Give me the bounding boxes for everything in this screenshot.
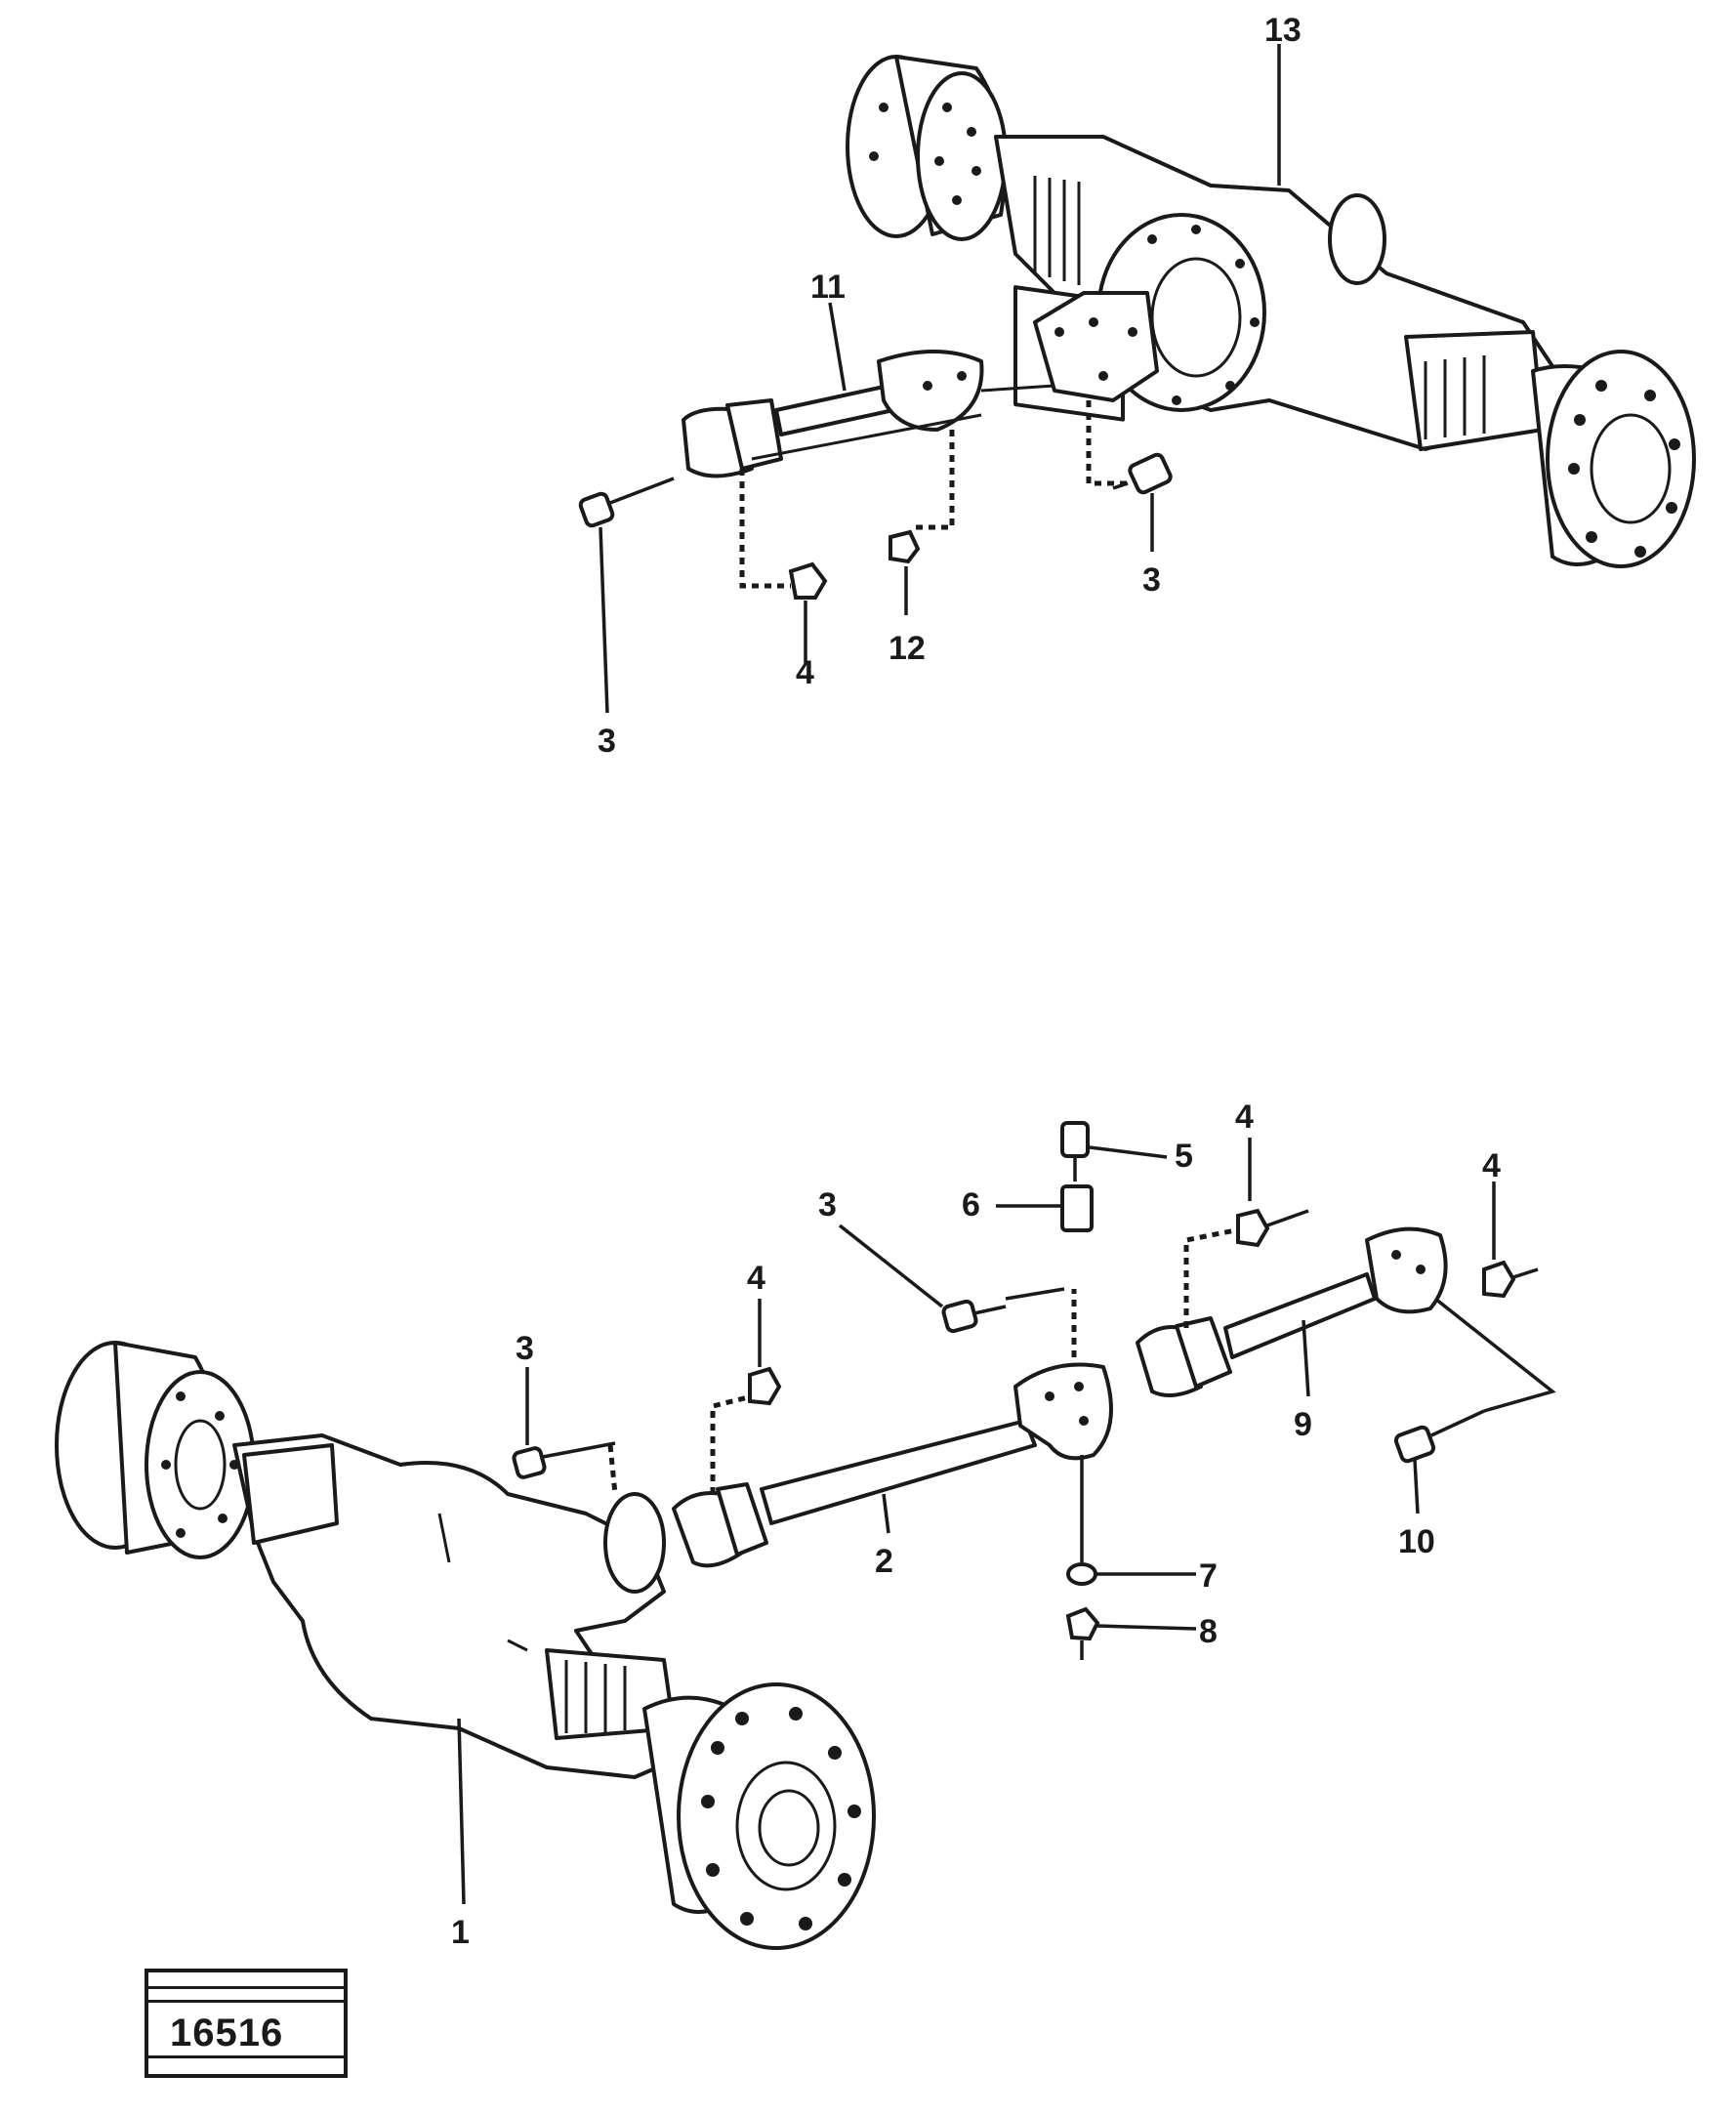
- callout-1: 1: [451, 1914, 470, 1951]
- stamp-footer-strip: [148, 2055, 344, 2074]
- bolt-3-left: [512, 1441, 616, 1479]
- callout-3-top-right: 3: [1142, 561, 1161, 599]
- callout-13: 13: [1264, 12, 1302, 49]
- front-axle-housing: [232, 1433, 705, 1779]
- leader-10-mount: [1433, 1297, 1556, 1413]
- dash-3-top-right: [1086, 400, 1133, 486]
- callout-4-left: 4: [747, 1260, 765, 1297]
- bolt-5: [1060, 1121, 1168, 1182]
- rear-axle-right-hub: [1531, 350, 1696, 568]
- callout-4-top: 4: [796, 654, 814, 691]
- dash-4-left: [710, 1393, 753, 1494]
- rear-axle-left-hub: [846, 55, 1008, 241]
- front-axle-right-hub: [642, 1682, 876, 1950]
- propeller-shaft-11: [682, 350, 1055, 478]
- dash-4-top: [739, 469, 791, 589]
- leader-9: [1302, 1319, 1310, 1397]
- stamp-number: 16516: [170, 2012, 284, 2054]
- dash-3-left: [607, 1444, 618, 1495]
- stamp-header-strip: [148, 1974, 344, 1989]
- callout-12: 12: [889, 630, 926, 667]
- callout-9: 9: [1294, 1406, 1312, 1443]
- callout-2: 2: [875, 1543, 893, 1580]
- callout-7: 7: [1199, 1557, 1218, 1595]
- front-axle-assembly: [55, 1341, 876, 1950]
- bolt-3-top-right: [1112, 452, 1173, 495]
- nut-4-left: [748, 1366, 782, 1406]
- leader-10: [1413, 1459, 1420, 1514]
- nut-12: [889, 529, 921, 564]
- callout-3-mid: 3: [818, 1186, 837, 1224]
- callout-4-right: 4: [1482, 1147, 1501, 1184]
- propeller-shaft-9: [1136, 1226, 1448, 1397]
- nut-4-right: [1482, 1260, 1539, 1299]
- leader-3-mid: [838, 1224, 944, 1308]
- callout-10: 10: [1398, 1523, 1435, 1560]
- callout-4-mid: 4: [1235, 1099, 1254, 1136]
- nut-8: [1065, 1606, 1197, 1641]
- callout-3-top-left: 3: [598, 723, 616, 760]
- front-axle-left-hub: [55, 1341, 256, 1559]
- stamp-subheader-strip: [148, 1988, 344, 2003]
- drawing-reference-stamp: 16516: [145, 1969, 348, 2078]
- callout-6: 6: [962, 1186, 980, 1224]
- bolt-10: [1393, 1409, 1485, 1464]
- propeller-shaft-2: [672, 1362, 1113, 1568]
- rear-axle-assembly: [846, 55, 1696, 568]
- bolt-3-top-left: [578, 477, 675, 528]
- callout-5: 5: [1175, 1138, 1193, 1175]
- dash-12: [913, 430, 955, 530]
- leader-3-top-left: [599, 526, 609, 714]
- leader-1: [457, 1718, 466, 1905]
- leader-11: [828, 302, 847, 392]
- washer-7: [1066, 1562, 1196, 1586]
- dash-4-mid: [1183, 1227, 1236, 1328]
- nut-4-mid: [1236, 1208, 1309, 1248]
- bolt-3-mid: [941, 1287, 1065, 1334]
- leader-2: [882, 1493, 890, 1534]
- bushing-6: [996, 1184, 1094, 1232]
- nut-4-top: [788, 561, 828, 600]
- callout-8: 8: [1199, 1613, 1218, 1650]
- rear-axle-housing: [994, 135, 1564, 451]
- callout-3-left: 3: [516, 1330, 534, 1367]
- callout-11: 11: [810, 269, 846, 306]
